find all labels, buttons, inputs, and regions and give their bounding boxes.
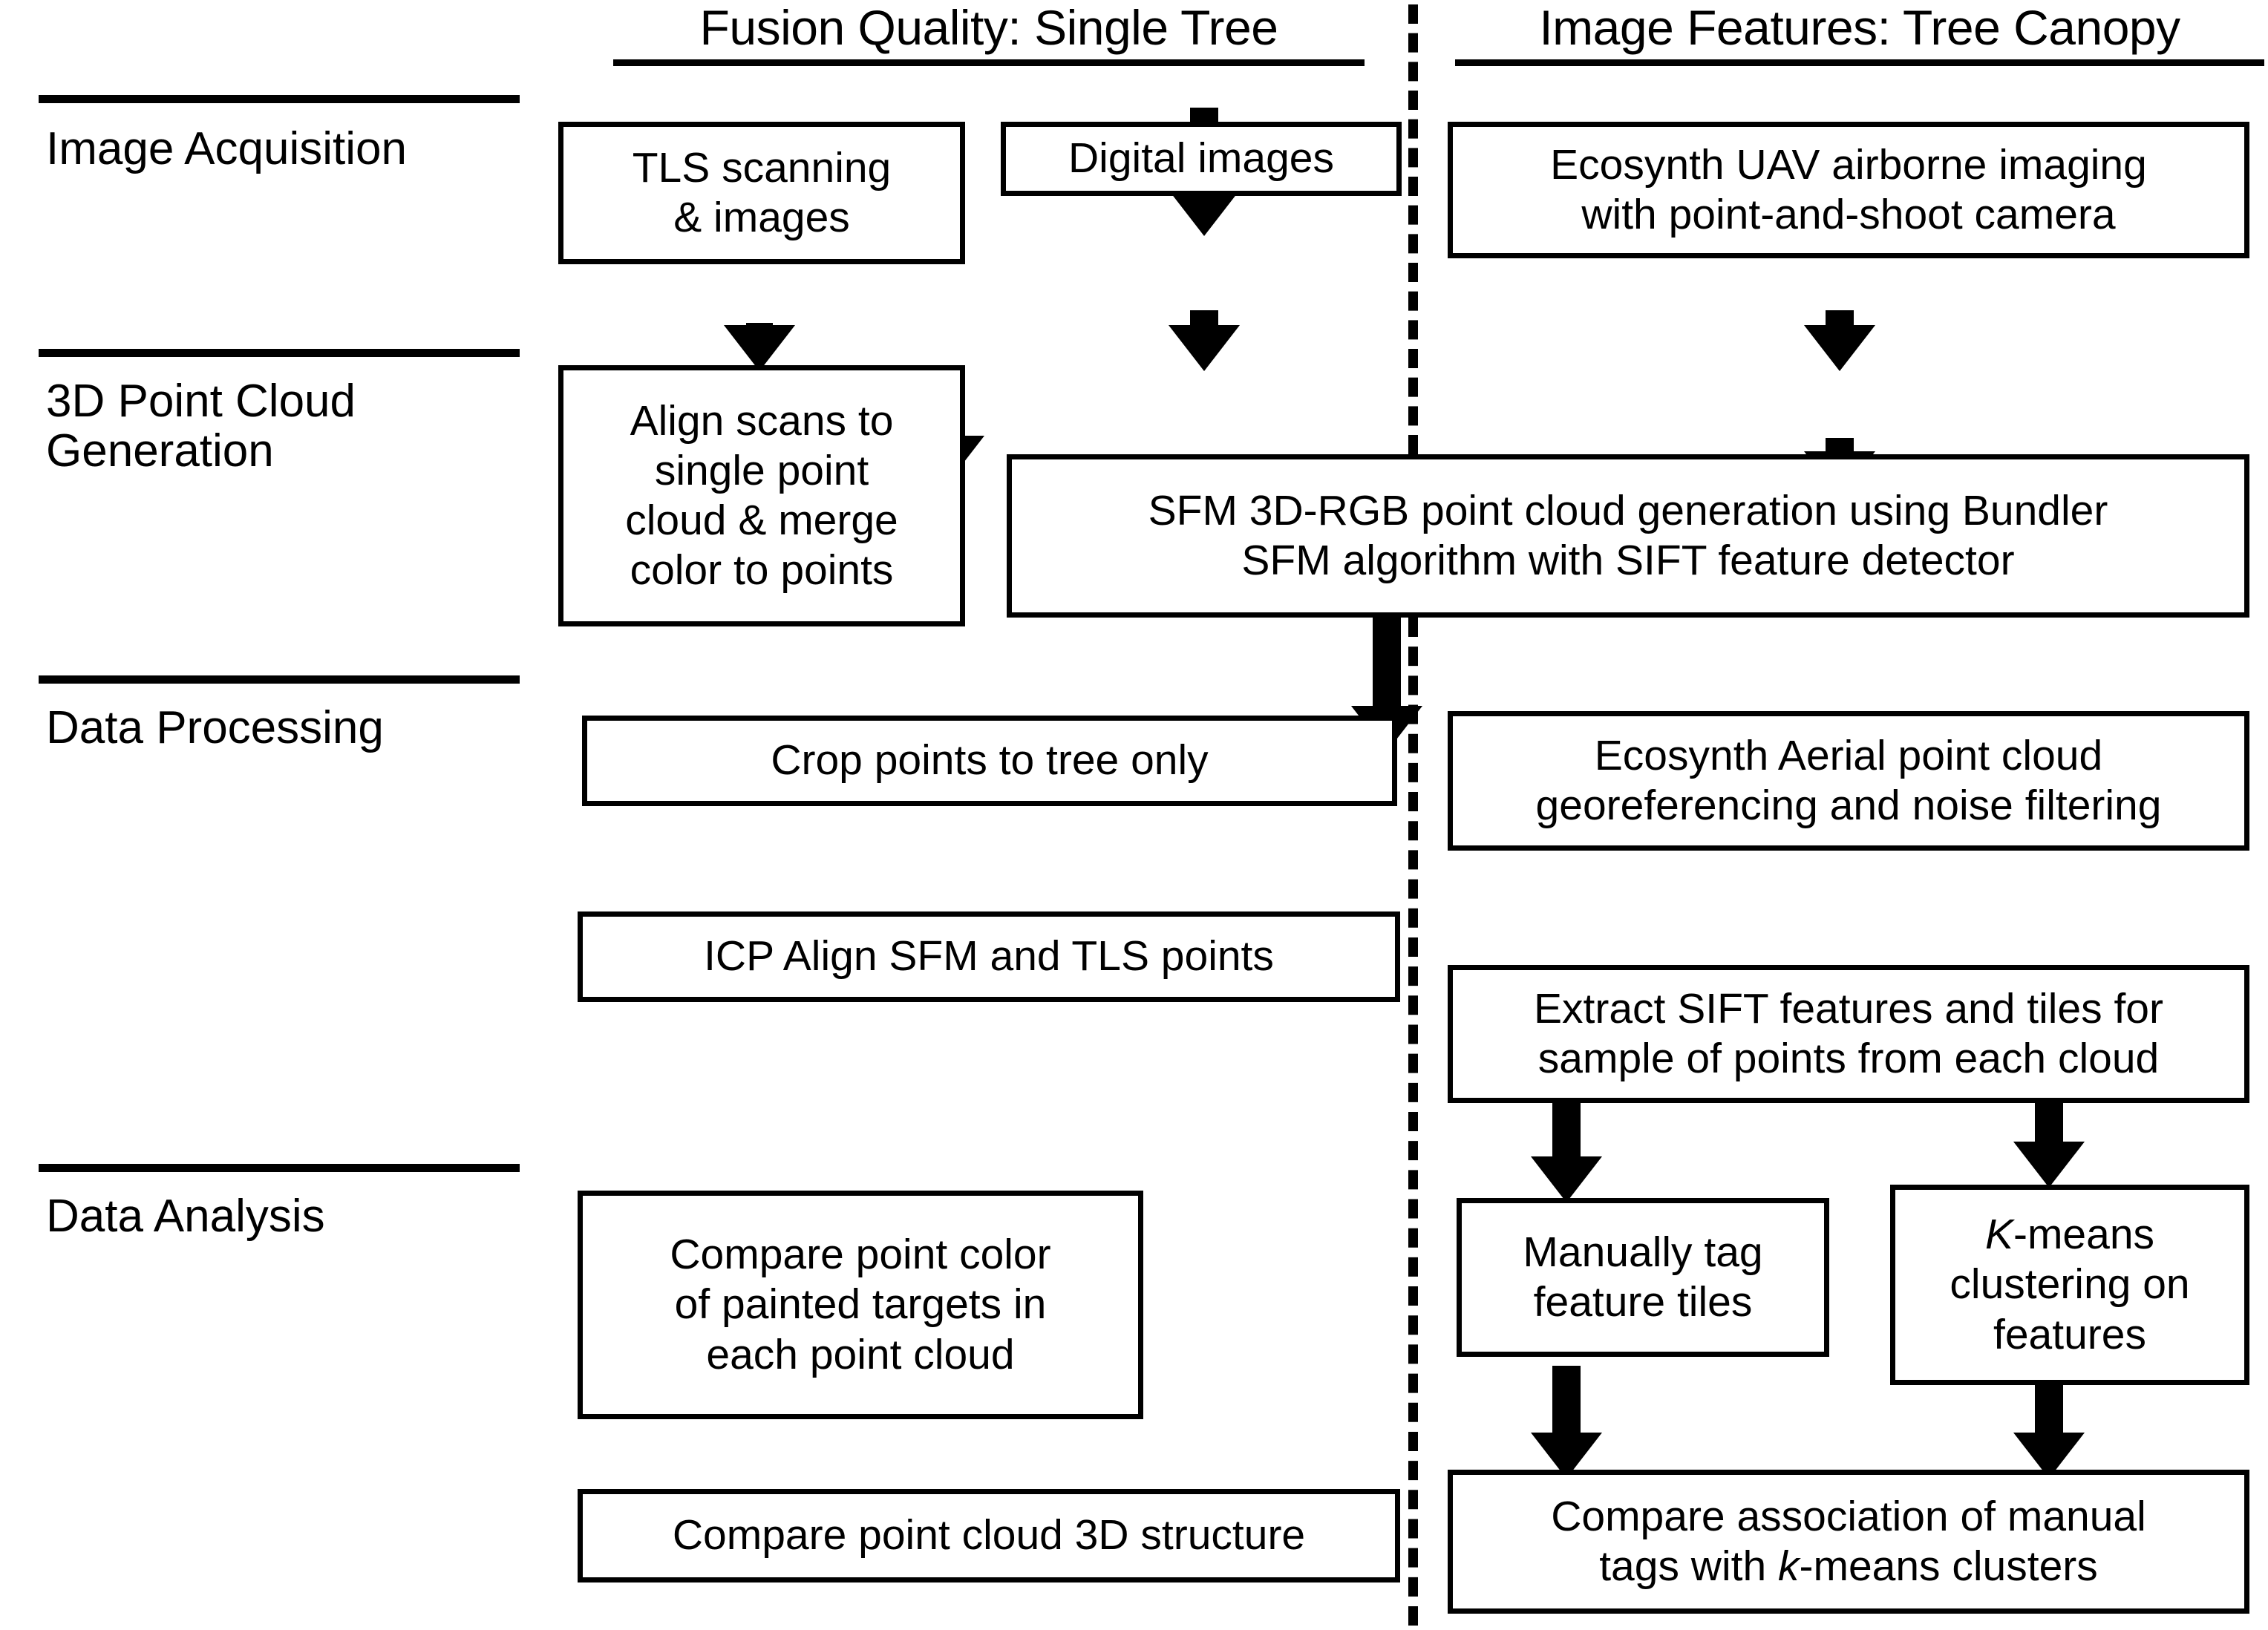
node-compare-3d-structure[interactable]: Compare point cloud 3D structure (578, 1489, 1400, 1582)
node-kmeans-clustering-label: K-means clustering on features (1950, 1211, 2190, 1358)
stage-rule-generation (39, 349, 520, 357)
node-sfm-point-cloud-generation[interactable]: SFM 3D-RGB point cloud generation using … (1007, 454, 2249, 618)
node-extract-sift-features-label: Extract SIFT features and tiles for samp… (1534, 984, 2163, 1082)
node-compare-association-label: Compare association of manual tags with … (1551, 1492, 2146, 1590)
arrow-manual-tag-to-compare-assoc (1531, 1366, 1602, 1479)
arrow-align-to-crop (724, 323, 795, 371)
arrow-kmeans-to-compare-assoc (2013, 1381, 2085, 1479)
stage-rule-analysis (39, 1164, 520, 1172)
column-header-right: Image Features: Tree Canopy (1455, 3, 2264, 66)
node-tls-scanning-label: TLS scanning & images (632, 143, 892, 241)
node-digital-images[interactable]: Digital images (1001, 122, 1402, 196)
node-compare-point-color-label: Compare point color of painted targets i… (670, 1231, 1051, 1378)
stage-rule-processing (39, 675, 520, 684)
node-compare-point-color[interactable]: Compare point color of painted targets i… (578, 1191, 1143, 1419)
node-ecosynth-georeferencing[interactable]: Ecosynth Aerial point cloud georeferenci… (1448, 711, 2249, 851)
stage-label-3d-point-cloud-generation: 3D Point Cloud Generation (46, 376, 356, 477)
node-extract-sift-features[interactable]: Extract SIFT features and tiles for samp… (1448, 965, 2249, 1103)
node-manually-tag-tiles[interactable]: Manually tag feature tiles (1457, 1198, 1829, 1357)
node-ecosynth-georeferencing-label: Ecosynth Aerial point cloud georeferenci… (1535, 731, 2162, 829)
column-header-left: Fusion Quality: Single Tree (613, 3, 1365, 66)
node-crop-points-label: Crop points to tree only (771, 736, 1209, 785)
node-align-scans[interactable]: Align scans to single point cloud & merg… (558, 365, 965, 626)
stage-rule-acquisition (39, 95, 520, 103)
stage-label-data-processing: Data Processing (46, 702, 384, 753)
node-kmeans-clustering[interactable]: K-means clustering on features (1890, 1185, 2249, 1385)
stage-label-image-acquisition: Image Acquisition (46, 123, 407, 174)
arrow-extract-to-manual-tag (1531, 1100, 1602, 1202)
node-ecosynth-uav-imaging[interactable]: Ecosynth UAV airborne imaging with point… (1448, 122, 2249, 258)
node-manually-tag-tiles-label: Manually tag feature tiles (1523, 1228, 1763, 1326)
column-divider-top (1408, 4, 1418, 454)
node-icp-align-label: ICP Align SFM and TLS points (704, 932, 1274, 981)
arrow-extract-to-kmeans (2013, 1100, 2085, 1188)
column-divider-middle (1408, 618, 1418, 1626)
stage-label-data-analysis: Data Analysis (46, 1191, 325, 1242)
node-tls-scanning[interactable]: TLS scanning & images (558, 122, 965, 264)
node-compare-association[interactable]: Compare association of manual tags with … (1448, 1470, 2249, 1614)
node-sfm-point-cloud-generation-label: SFM 3D-RGB point cloud generation using … (1148, 486, 2108, 584)
arrow-sfm-to-georeferencing (1804, 310, 1875, 371)
node-digital-images-label: Digital images (1068, 134, 1334, 183)
node-compare-3d-structure-label: Compare point cloud 3D structure (672, 1511, 1306, 1559)
node-crop-points[interactable]: Crop points to tree only (582, 716, 1397, 806)
node-icp-align[interactable]: ICP Align SFM and TLS points (578, 911, 1400, 1002)
node-ecosynth-uav-imaging-label: Ecosynth UAV airborne imaging with point… (1550, 140, 2147, 238)
node-align-scans-label: Align scans to single point cloud & merg… (625, 396, 898, 595)
arrow-sfm-to-crop (1169, 310, 1240, 371)
